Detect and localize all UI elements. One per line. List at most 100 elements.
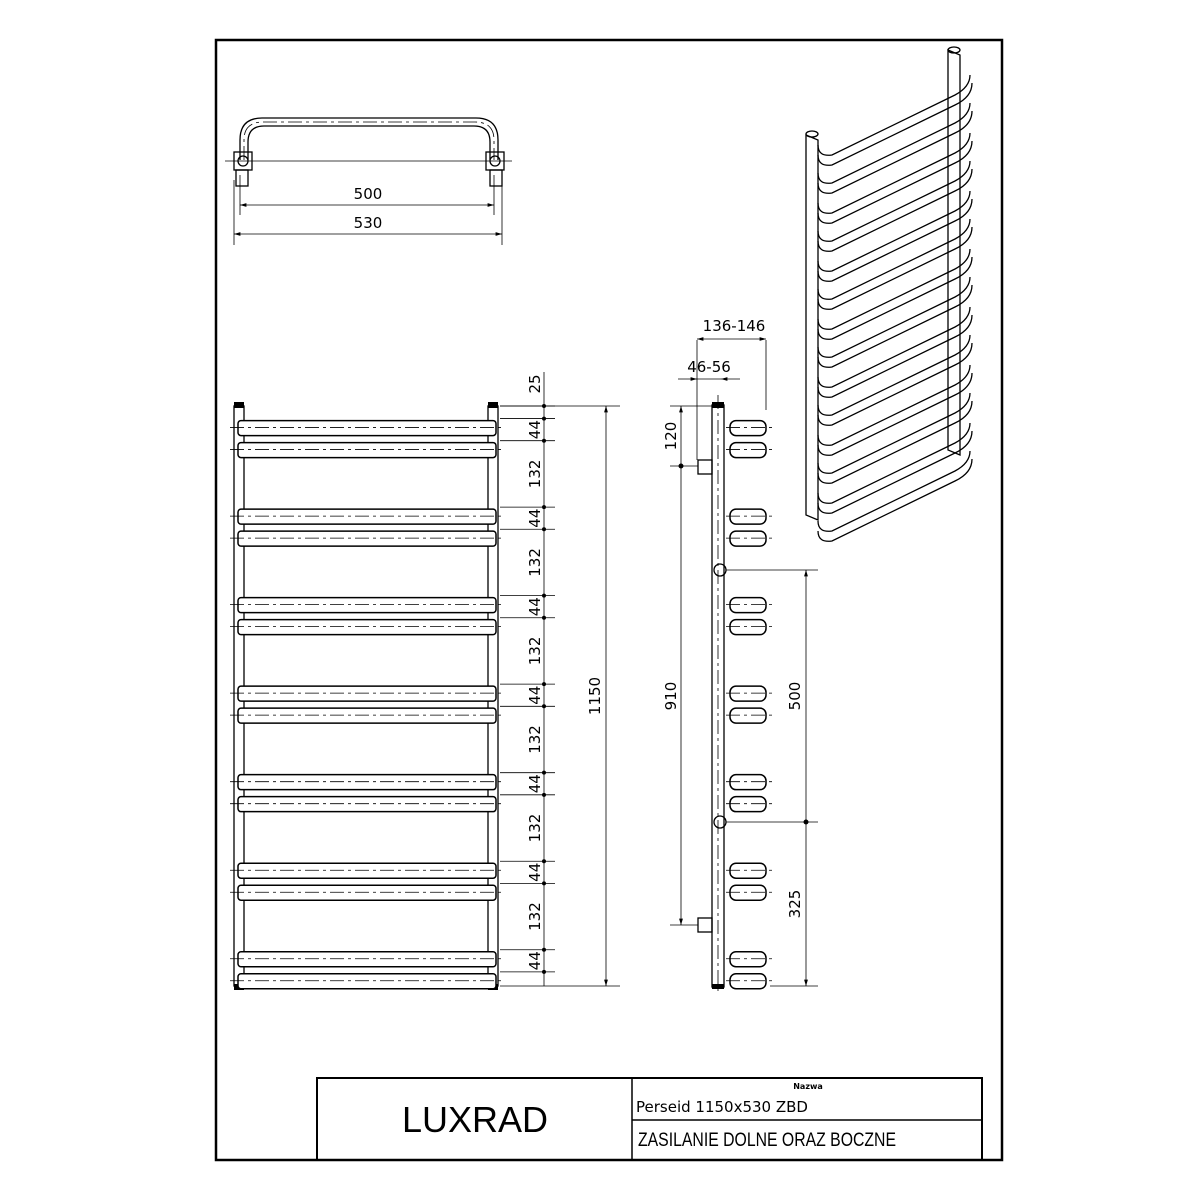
side-bar-stub: [729, 972, 767, 990]
iso-bar: [817, 392, 971, 474]
dim-tick: [542, 416, 546, 421]
dim-tick: [542, 859, 546, 864]
dim-label: 132: [526, 725, 544, 754]
towel-bar: [237, 508, 497, 525]
dim-tick: [542, 770, 546, 775]
towel-bar: [237, 950, 497, 968]
iso-bar: [817, 226, 973, 310]
dim-label: 132: [526, 902, 544, 931]
towel-bar: [237, 419, 497, 437]
product-name: Perseid 1150x530 ZBD: [636, 1098, 808, 1116]
iso-bar: [817, 400, 973, 484]
dim-tick: [542, 881, 546, 886]
dim-tick: [542, 438, 546, 443]
dim-tick: [542, 505, 546, 510]
dim-label: 132: [526, 637, 544, 666]
description: ZASILANIE DOLNE ORAZ BOCZNE: [638, 1130, 896, 1151]
iso-bar: [817, 190, 971, 272]
towel-bar: [237, 685, 497, 702]
side-bar-stub: [729, 685, 767, 702]
side-bar-stub: [729, 530, 767, 547]
towel-bar: [237, 884, 497, 901]
dim-tick: [542, 404, 546, 408]
side-bar-stub: [729, 795, 767, 813]
iso-bar: [817, 284, 973, 368]
iso-bar: [817, 306, 971, 388]
side-bar-stub: [729, 419, 767, 437]
iso-bar: [817, 74, 971, 156]
iso-bar: [817, 450, 971, 532]
iso-bar: [817, 364, 971, 446]
iso-bar: [817, 276, 971, 358]
towel-bar: [237, 530, 497, 547]
dim-tick: [542, 792, 546, 797]
iso-bar: [817, 218, 971, 300]
dim-500-side: 500: [786, 682, 804, 711]
dim-46-56: 46-56: [687, 358, 731, 376]
iso-bar: [817, 198, 973, 282]
title-block: LUXRAD Nazwa Perseid 1150x530 ZBD ZASILA…: [316, 1077, 983, 1161]
side-bar-stub: [729, 618, 767, 636]
dim-120: 120: [662, 422, 680, 451]
iso-bar: [817, 110, 973, 194]
towel-bar: [237, 596, 497, 614]
dim-500: 500: [354, 185, 383, 203]
dim-tick: [542, 527, 546, 532]
isometric-view: [805, 46, 973, 542]
dim-tick: [542, 947, 546, 952]
towel-bar: [237, 773, 497, 791]
dim-910: 910: [662, 682, 680, 711]
side-bar-stub: [729, 950, 767, 968]
dim-label: 44: [526, 774, 544, 793]
dim-label: 25: [526, 374, 544, 393]
dim-label: 44: [526, 509, 544, 528]
side-bar-stub: [729, 596, 767, 614]
side-bar-stub: [729, 441, 767, 459]
iso-bar: [817, 102, 971, 184]
side-bar-stub: [729, 707, 767, 724]
iso-bar: [817, 430, 973, 514]
iso-bar: [817, 256, 973, 340]
iso-bar: [817, 132, 971, 214]
dim-1150: 1150: [586, 677, 604, 715]
dim-tick: [542, 593, 546, 598]
iso-bar: [817, 372, 973, 456]
side-bar-stub: [729, 508, 767, 525]
towel-bar: [237, 972, 497, 990]
towel-bar: [237, 441, 497, 459]
dim-tick: [542, 969, 546, 974]
top-view: 500 530: [225, 117, 512, 245]
side-bar-stub: [729, 862, 767, 879]
dim-label: 44: [526, 951, 544, 970]
dim-tick: [542, 615, 546, 620]
iso-bar: [817, 82, 973, 166]
iso-bar: [817, 168, 973, 252]
dim-label: 44: [526, 597, 544, 616]
dim-label: 44: [526, 686, 544, 705]
towel-bar: [237, 707, 497, 724]
dim-label: 44: [526, 863, 544, 882]
dim-label: 132: [526, 548, 544, 577]
iso-bar: [817, 422, 971, 504]
side-bar-stub: [729, 884, 767, 901]
iso-bar: [817, 334, 971, 416]
dim-136-146: 136-146: [703, 317, 766, 335]
dim-325: 325: [786, 890, 804, 919]
side-bar-stub: [729, 773, 767, 791]
iso-bar: [817, 314, 973, 398]
towel-bar: [237, 862, 497, 879]
name-label: Nazwa: [793, 1082, 823, 1091]
iso-bar: [817, 248, 971, 330]
iso-bar: [817, 160, 971, 242]
iso-bar: [817, 458, 973, 542]
iso-bar: [817, 140, 973, 224]
dim-530: 530: [354, 214, 383, 232]
company-name: LUXRAD: [402, 1099, 548, 1140]
dim-tick: [542, 682, 546, 687]
dim-label: 44: [526, 420, 544, 439]
towel-bar: [237, 618, 497, 636]
towel-bar: [237, 795, 497, 813]
dim-label: 132: [526, 814, 544, 843]
